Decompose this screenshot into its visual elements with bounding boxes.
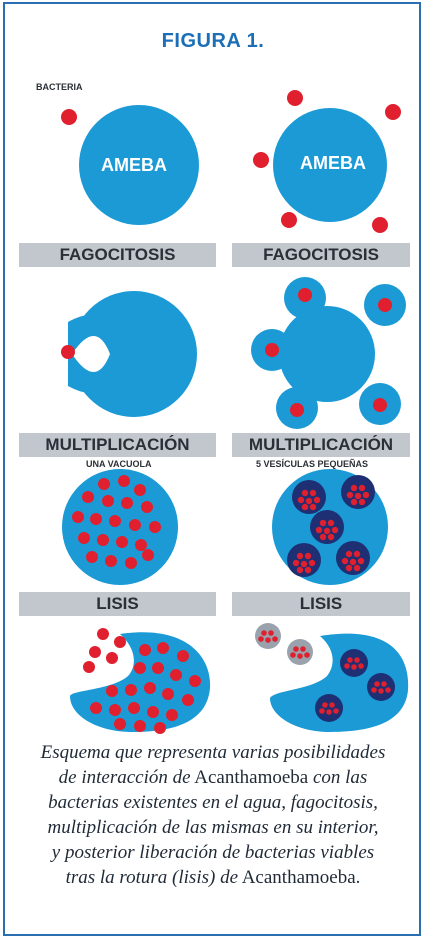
caption-line-1: Esquema que representa varias posibilida… xyxy=(14,740,412,765)
bacteria-dot xyxy=(281,212,297,228)
caption-genus: Acanthamoeba xyxy=(242,867,356,888)
caption-line-4: multiplicación de las mismas en su inter… xyxy=(14,815,412,840)
caption-period: . xyxy=(356,867,361,888)
lysis-left xyxy=(70,628,210,734)
caption-text: tras la rotura (lisis) de xyxy=(66,867,238,888)
phagocytosis-right xyxy=(251,277,406,429)
bacteria-dot xyxy=(253,152,269,168)
caption-line-6: tras la rotura (lisis) de Acanthamoeba. xyxy=(14,865,412,890)
fagocitosis-bar-right: FAGOCITOSIS xyxy=(232,243,410,267)
caption-line-2: de interacción de Acanthamoeba con las xyxy=(14,765,412,790)
bacteria-dot xyxy=(385,104,401,120)
lisis-bar-left: LISIS xyxy=(19,592,216,616)
bacteria-dot xyxy=(61,109,77,125)
multiplication-left xyxy=(62,469,178,585)
lysis-right xyxy=(255,623,408,732)
multiplicacion-bar-left: MULTIPLICACIÓN xyxy=(19,433,216,457)
lisis-bar-right: LISIS xyxy=(232,592,410,616)
vesiculas-label: 5 VESÍCULAS PEQUEÑAS xyxy=(256,459,368,469)
caption-line-5: y posterior liberación de bacterias viab… xyxy=(14,840,412,865)
multiplicacion-bar-right: MULTIPLICACIÓN xyxy=(232,433,410,457)
fagocitosis-bar-left: FAGOCITOSIS xyxy=(19,243,216,267)
caption-text: de interacción de xyxy=(59,767,191,788)
phagocytosis-left xyxy=(61,291,197,417)
caption-text: con las xyxy=(313,767,367,788)
caption-genus: Acanthamoeba xyxy=(194,767,308,788)
ameba-label-left: AMEBA xyxy=(101,155,167,176)
bacteria-dot xyxy=(372,217,388,233)
bacteria-dot xyxy=(287,90,303,106)
caption-line-3: bacterias existentes en el agua, fagocit… xyxy=(14,790,412,815)
ameba-label-right: AMEBA xyxy=(300,153,366,174)
multiplication-right xyxy=(272,469,388,585)
figure-caption: Esquema que representa varias posibilida… xyxy=(14,740,412,890)
vacuola-label: UNA VACUOLA xyxy=(86,459,152,469)
